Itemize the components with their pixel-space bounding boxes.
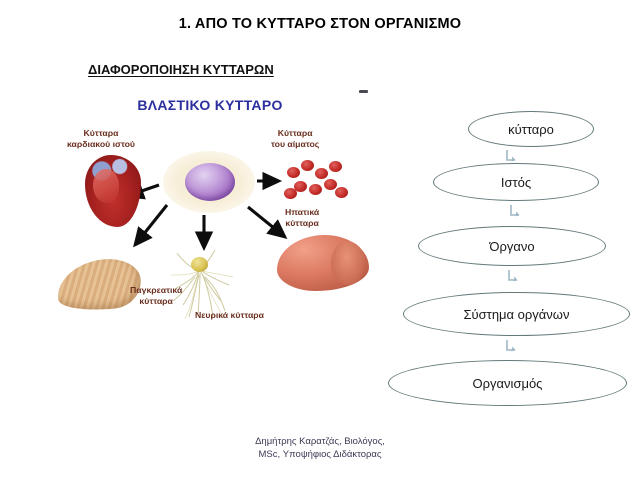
author-credit: Δημήτρης Καρατζάς, Βιολόγος, MSc, Υποψήφ…: [0, 436, 640, 462]
label-liver-line2: κύτταρα: [285, 217, 319, 228]
chevron-down-icon: [508, 203, 522, 219]
flow-node-cell[interactable]: κύτταρο: [468, 111, 594, 147]
label-blood-line1: Κύτταρα: [277, 128, 313, 138]
flow-node-tissue[interactable]: Ιστός: [433, 163, 599, 201]
figure-title: ΒΛΑΣΤΙΚΟ ΚΥΤΤΑΡΟ: [137, 97, 283, 113]
neuron-illustration: [165, 245, 235, 321]
liver-illustration: [277, 235, 369, 291]
label-pancreatic-line1: Παγκρεατικά: [130, 285, 183, 295]
author-credit-line1: Δημήτρης Καρατζάς, Βιολόγος,: [255, 436, 385, 447]
label-blood-cells: Κύτταρα του αίματος: [271, 128, 319, 149]
stem-cell-body: [185, 163, 235, 201]
label-neural-line1: Νευρικά κύτταρα: [195, 310, 265, 320]
author-credit-line2: MSc, Υποψήφιος Διδάκτορας: [258, 448, 382, 460]
flow-node-organism[interactable]: Οργανισμός: [388, 360, 627, 406]
neuron-soma: [191, 257, 208, 272]
label-cardiac-cells: Κύτταρα καρδιακού ιστού: [67, 128, 135, 149]
flow-node-organ[interactable]: Όργανο: [418, 226, 606, 266]
chevron-down-icon: [504, 148, 518, 164]
flow-node-tissue-label: Ιστός: [500, 174, 532, 190]
flow-node-organism-label: Οργανισμός: [472, 375, 543, 391]
stem-cell-differentiation-figure: ΒΛΑΣΤΙΚΟ ΚΥΤΤΑΡΟ: [45, 95, 375, 337]
organisation-levels-flowchart: κύτταρο Ιστός Όργανο: [370, 100, 640, 406]
chevron-down-icon: [504, 338, 518, 354]
chevron-down-icon: [506, 268, 520, 284]
label-cardiac-line2: καρδιακού ιστού: [67, 138, 135, 149]
label-cardiac-line1: Κύτταρα: [83, 128, 119, 138]
label-liver-line1: Ηπατικά: [285, 207, 320, 217]
blood-cells-illustration: [283, 157, 349, 203]
flow-node-cell-label: κύτταρο: [508, 121, 554, 137]
label-liver-cells: Ηπατικά κύτταρα: [285, 207, 319, 228]
flow-node-organ-label: Όργανο: [489, 238, 535, 254]
page-title: 1. ΑΠΟ ΤΟ ΚΥΤΤΑΡΟ ΣΤΟΝ ΟΡΓΑΝΙΣΜΟ: [178, 16, 462, 32]
flow-node-organ-system-label: Σύστημα οργάνων: [463, 306, 570, 322]
label-neural-cells: Νευρικά κύτταρα: [195, 310, 264, 321]
heart-illustration: [85, 155, 141, 227]
section-subtitle: ΔΙΑΦΟΡΟΠΟΙΗΣΗ ΚΥΤΤΑΡΩΝ: [88, 62, 274, 77]
label-pancreatic-line2: κύτταρα: [139, 295, 173, 306]
flow-node-organ-system[interactable]: Σύστημα οργάνων: [403, 292, 630, 336]
label-pancreatic-cells: Παγκρεατικά κύτταρα: [130, 285, 182, 306]
stray-dash-mark: [359, 90, 368, 93]
label-blood-line2: του αίματος: [271, 138, 320, 149]
